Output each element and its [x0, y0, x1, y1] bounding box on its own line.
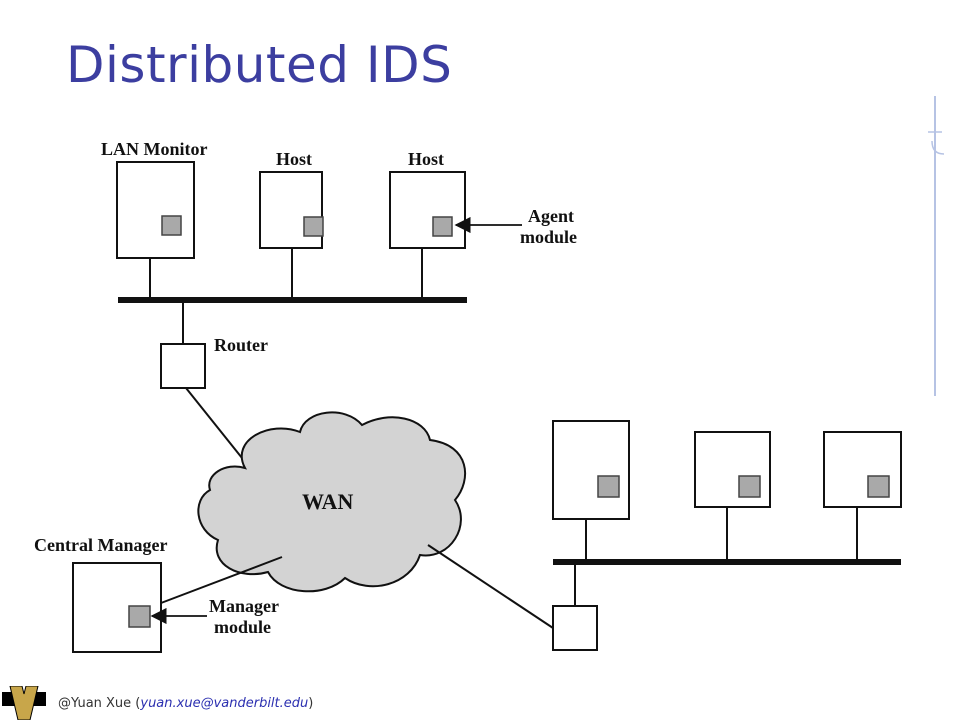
footer-close: ) [308, 696, 314, 711]
wan-label: WAN [302, 489, 353, 514]
right-lan-bus [553, 559, 901, 565]
router-to-wan-link [185, 387, 247, 464]
manager-module-label-line1: Manager [209, 596, 279, 616]
right-router-box [552, 605, 598, 651]
slide-footer: @Yuan Xue (yuan.xue@vanderbilt.edu) [58, 696, 313, 711]
agent-module-label-line1: Agent [528, 206, 574, 226]
lan-monitor-box [116, 161, 195, 259]
host2-label: Host [408, 149, 444, 169]
router-box [160, 343, 206, 389]
footer-author: @Yuan Xue ( [58, 696, 141, 711]
host2-agent-module [432, 216, 453, 237]
wan-to-right-router-link [427, 544, 554, 629]
host2-box [389, 171, 466, 249]
central-manager-label: Central Manager [34, 535, 167, 555]
slide-title: Distributed IDS [66, 36, 453, 94]
host1-agent-module [303, 216, 324, 237]
lan-monitor-agent-module [161, 215, 182, 236]
right-host3-agent-module [867, 475, 890, 498]
template-decoration [928, 96, 944, 396]
top-lan-bus [118, 297, 467, 303]
right-host1-box [552, 420, 630, 520]
router-label: Router [214, 335, 268, 355]
manager-module-label-line2: module [214, 617, 271, 637]
wan-cloud [197, 411, 467, 593]
lan-monitor-label: LAN Monitor [101, 139, 208, 159]
right-host2-agent-module [738, 475, 761, 498]
host1-label: Host [276, 149, 312, 169]
agent-module-label-line2: module [520, 227, 577, 247]
right-host1-agent-module [597, 475, 620, 498]
vanderbilt-logo [2, 686, 46, 720]
manager-module [128, 605, 151, 628]
manager-to-wan-link [160, 556, 283, 604]
footer-email[interactable]: yuan.xue@vanderbilt.edu [140, 696, 309, 711]
